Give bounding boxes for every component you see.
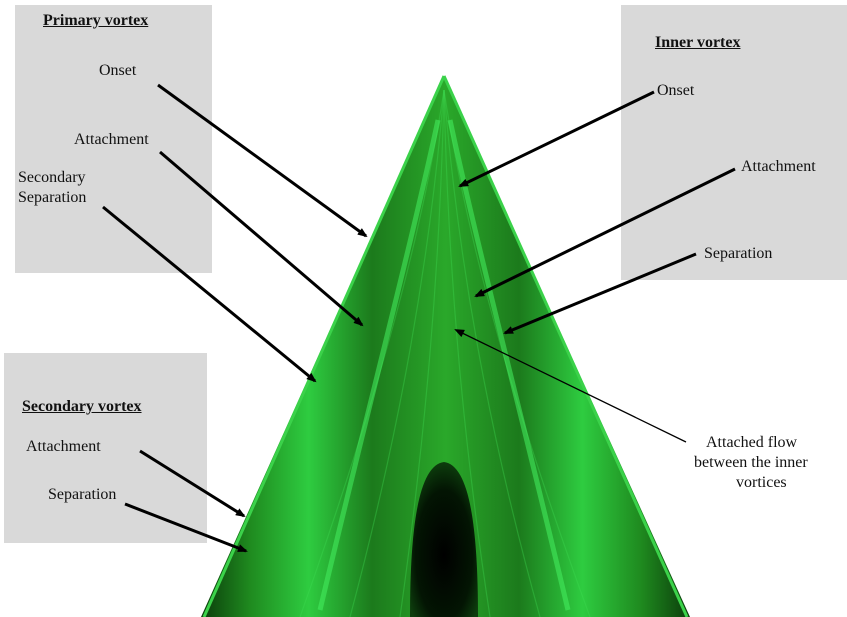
attached-flow-label-line2: between the inner [694,453,808,473]
primary-vortex-heading: Primary vortex [43,12,148,30]
inner-onset-label: Onset [657,81,694,101]
arrow-primary-attachment [160,152,362,325]
arrow-secondary-attachment [140,451,244,516]
inner-separation-label: Separation [704,244,772,264]
attached-flow-label-line3: vortices [736,473,787,493]
primary-attachment-label: Attachment [74,130,149,150]
arrow-primary-onset [158,85,366,236]
secondary-attachment-label: Attachment [26,437,101,457]
arrow-secondary-separation [125,504,246,551]
primary-secondary-label-line1: Secondary [18,168,86,188]
arrow-primary-secondary-separation [103,207,315,381]
primary-onset-label: Onset [99,61,136,81]
inner-vortex-heading: Inner vortex [655,34,740,52]
inner-attachment-label: Attachment [741,157,816,177]
attached-flow-label-line1: Attached flow [706,433,797,453]
arrow-inner-onset [460,92,654,186]
secondary-separation-label: Separation [48,485,116,505]
primary-secondary-label-line2: Separation [18,188,86,208]
secondary-vortex-heading: Secondary vortex [22,398,142,416]
